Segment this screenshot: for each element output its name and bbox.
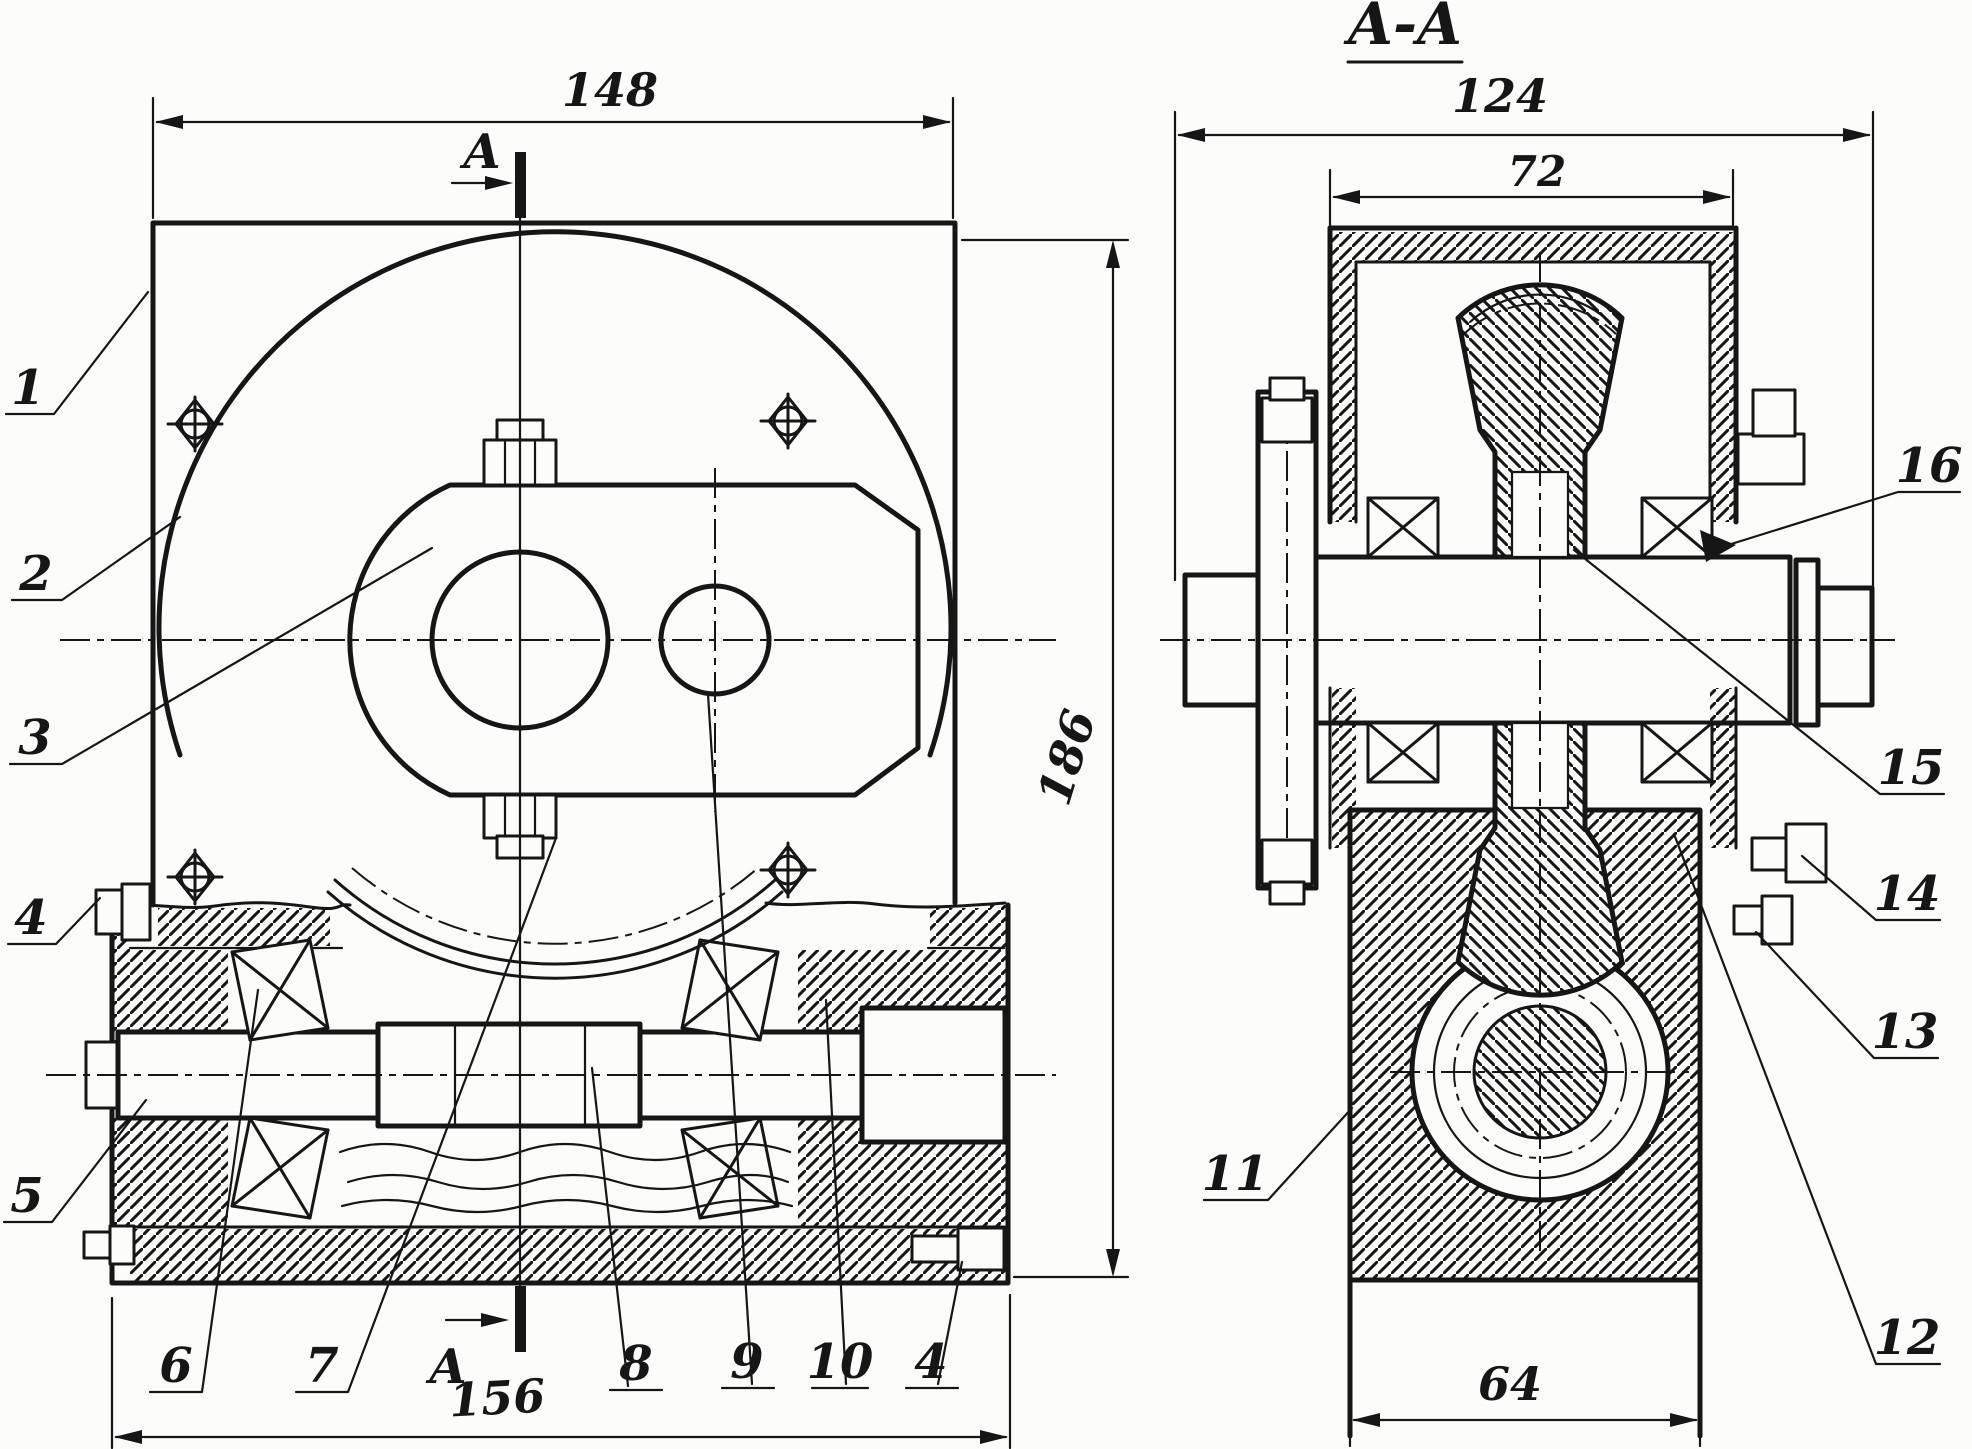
callout-9: 9 <box>706 692 776 1390</box>
callout-11: 11 <box>1202 1106 1354 1202</box>
dim-124: 124 <box>1173 69 1875 702</box>
svg-text:7: 7 <box>305 1338 338 1394</box>
svg-text:16: 16 <box>1896 438 1963 494</box>
section-letter-bottom: A <box>425 1339 466 1395</box>
callout-7: 7 <box>294 836 558 1394</box>
dim-124-value: 124 <box>1452 69 1548 123</box>
bearing-upper-left <box>230 938 330 1042</box>
section-mark-bottom: A <box>425 1286 526 1395</box>
callout-4: 4 <box>6 890 102 946</box>
section-bearings <box>1366 496 1736 784</box>
dim-186-value: 186 <box>1027 704 1107 812</box>
corner-marker-icon <box>166 395 224 453</box>
svg-text:3: 3 <box>18 710 51 766</box>
callout-5: 5 <box>2 1098 148 1224</box>
svg-text:2: 2 <box>18 546 52 602</box>
dim-64: 64 <box>1348 1357 1702 1448</box>
callout-10: 10 <box>807 998 874 1390</box>
oil-level <box>338 1142 794 1214</box>
section-centerlines <box>1160 252 1895 1252</box>
callout-12: 12 <box>1672 832 1942 1366</box>
callout-14: 14 <box>1800 854 1942 922</box>
right-wall-bolts <box>1732 388 1828 946</box>
bearing-upper-right <box>680 938 780 1042</box>
svg-text:11: 11 <box>1202 1146 1269 1202</box>
svg-text:A-A: A-A <box>1343 0 1462 58</box>
svg-text:13: 13 <box>1872 1004 1939 1060</box>
callout-6: 6 <box>148 988 260 1394</box>
svg-text:9: 9 <box>730 1334 763 1390</box>
section-title: A-A <box>1343 0 1464 64</box>
callout-2: 2 <box>10 515 182 602</box>
housing-cover <box>1327 225 1739 850</box>
bearing-lower-right <box>680 1116 780 1220</box>
dim-156-value: 156 <box>448 1369 547 1428</box>
dim-148-value: 148 <box>562 63 658 117</box>
callout-4b: 4 <box>904 1260 964 1390</box>
dim-64-value: 64 <box>1478 1357 1542 1411</box>
section-mark-top: A <box>450 124 526 218</box>
front-view: A A 148 186 1 <box>2 63 1130 1449</box>
callout-13: 13 <box>1754 930 1940 1060</box>
callout-16: 16 <box>1726 438 1963 547</box>
dim-156: 156 <box>110 1293 1012 1449</box>
base-bolt-right <box>910 1226 1006 1272</box>
callout-1: 1 <box>4 290 150 416</box>
flange-bolt-left <box>94 882 152 942</box>
svg-text:12: 12 <box>1874 1310 1941 1366</box>
dim-148: 148 <box>151 63 955 220</box>
front-centerlines <box>46 216 1056 1288</box>
svg-text:15: 15 <box>1878 740 1945 796</box>
front-plate <box>150 220 958 908</box>
svg-text:1: 1 <box>11 360 44 416</box>
callout-8: 8 <box>590 1066 664 1392</box>
section-letter-top: A <box>459 124 500 180</box>
corner-marker-icon <box>759 392 817 450</box>
housing-arc <box>156 229 954 758</box>
corner-marker-icon <box>166 848 224 906</box>
corner-marker-icon <box>759 841 817 899</box>
svg-text:14: 14 <box>1874 866 1941 922</box>
svg-text:8: 8 <box>618 1336 652 1392</box>
svg-text:4: 4 <box>14 890 47 946</box>
callout-3: 3 <box>8 546 434 766</box>
svg-text:6: 6 <box>159 1338 192 1394</box>
dim-72-value: 72 <box>1508 147 1566 196</box>
svg-text:4: 4 <box>914 1334 947 1390</box>
callout-15: 15 <box>1572 548 1946 796</box>
section-view: A-A 124 72 64 <box>1160 0 1963 1448</box>
dim-72: 72 <box>1328 147 1735 228</box>
svg-text:5: 5 <box>10 1168 43 1224</box>
svg-text:10: 10 <box>807 1334 874 1390</box>
base-bolt-left <box>82 1224 136 1266</box>
bearing-lower-left <box>230 1116 330 1220</box>
